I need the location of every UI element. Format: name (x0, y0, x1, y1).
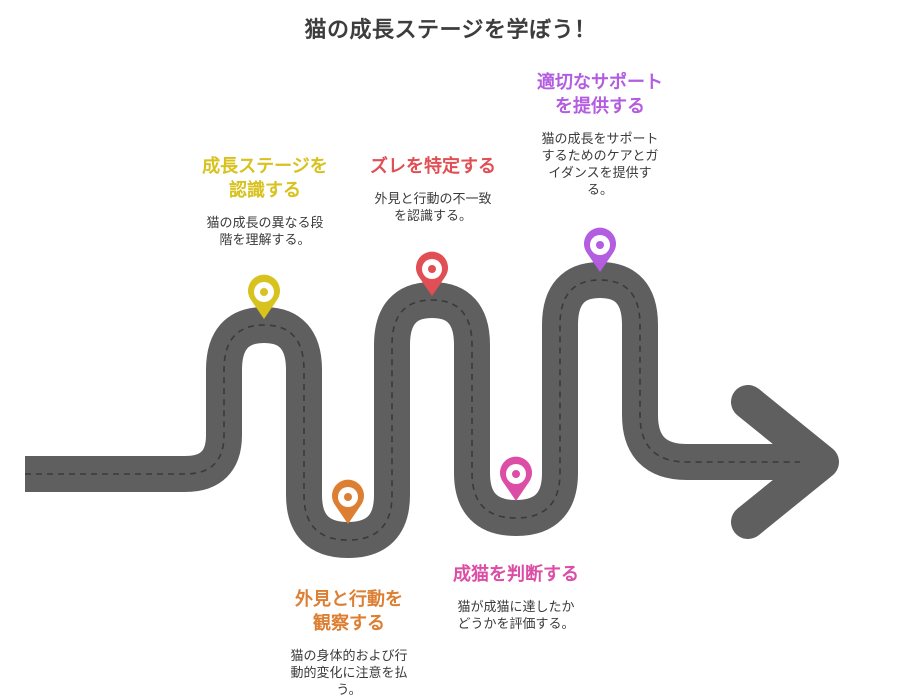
stage-judge-adult: 成猫を判断する 猫が成猫に達したか どうかを評価する。 (431, 563, 601, 633)
road-lane-marking (25, 279, 800, 541)
map-pin-icon (248, 274, 280, 319)
stage-description: 猫の身体的および行 動的変化に注意を払 う。 (290, 649, 408, 698)
stage-heading: 適切なサポート を提供する (537, 72, 663, 117)
road-arrowhead (731, 385, 839, 539)
map-pin-icon (584, 227, 616, 272)
stage-description: 猫が成猫に達したか どうかを評価する。 (457, 600, 575, 632)
pin-dot-2 (344, 493, 352, 501)
page-title: 猫の成長ステージを学ぼう！ (304, 18, 597, 43)
pin-dot-1 (260, 288, 268, 296)
stage-heading: 成長ステージを 認識する (202, 156, 328, 201)
stage-provide-support: 適切なサポート を提供する 猫の成長をサポート するためのケアとガ イダンスを提… (515, 71, 685, 199)
map-pin-icon (332, 479, 364, 524)
stage-observe-appearance: 外見と行動を 観察する 猫の身体的および行 動的変化に注意を払 う。 (264, 588, 434, 699)
pin-dot-3 (428, 265, 436, 273)
pin-dot-4 (512, 470, 520, 478)
stage-description: 猫の成長をサポート するためのケアとガ イダンスを提供す る。 (541, 132, 659, 198)
stage-heading: 外見と行動を 観察する (295, 589, 403, 634)
stage-identify-gap: ズレを特定する 外見と行動の不一致 を認識する。 (348, 155, 518, 225)
stage-heading: ズレを特定する (370, 156, 496, 177)
stage-recognize-growth: 成長ステージを 認識する 猫の成長の異なる段 階を理解する。 (180, 155, 350, 249)
stage-description: 外見と行動の不一致 を認識する。 (374, 192, 492, 224)
pin-dot-5 (596, 241, 604, 249)
stage-description: 猫の成長の異なる段 階を理解する。 (206, 216, 324, 248)
map-pin-icon (416, 251, 448, 296)
stage-heading: 成猫を判断する (453, 564, 579, 585)
road (25, 262, 839, 558)
road-body (25, 262, 820, 558)
map-pin-icon (500, 456, 532, 501)
